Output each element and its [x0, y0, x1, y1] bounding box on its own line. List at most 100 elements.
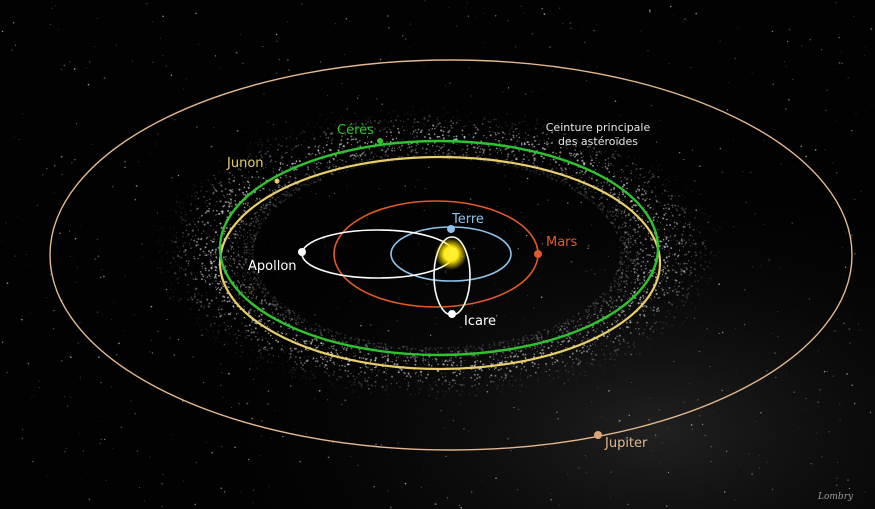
belt-particle — [384, 150, 387, 153]
belt-particle — [261, 220, 262, 222]
belt-particle — [355, 162, 357, 164]
belt-particle — [615, 231, 617, 233]
belt-particle — [552, 377, 555, 380]
belt-particle — [602, 205, 605, 208]
belt-particle — [523, 150, 525, 152]
belt-particle — [238, 297, 240, 299]
belt-particle — [261, 143, 263, 146]
belt-particle — [224, 258, 227, 261]
belt-particle — [359, 166, 361, 168]
belt-particle — [501, 341, 504, 344]
belt-particle — [615, 316, 617, 318]
belt-particle — [345, 120, 347, 122]
belt-particle — [443, 349, 445, 351]
belt-particle — [656, 310, 658, 313]
belt-particle — [233, 179, 236, 182]
belt-particle — [254, 237, 256, 240]
star — [722, 442, 724, 444]
star — [723, 491, 726, 493]
belt-particle — [290, 132, 293, 135]
belt-particle — [481, 148, 484, 150]
belt-particle — [507, 132, 509, 134]
belt-particle — [191, 298, 194, 301]
star — [737, 28, 739, 30]
belt-particle — [496, 387, 498, 390]
belt-particle — [632, 341, 635, 344]
belt-particle — [623, 261, 626, 263]
belt-particle — [228, 328, 231, 330]
belt-particle — [651, 190, 653, 192]
belt-particle — [508, 380, 510, 382]
belt-particle — [255, 295, 258, 298]
belt-particle — [231, 276, 233, 277]
star — [468, 430, 470, 432]
belt-particle — [705, 273, 707, 275]
star — [14, 136, 16, 138]
belt-particle — [453, 379, 456, 382]
belt-particle — [235, 313, 238, 315]
belt-particle — [674, 253, 676, 256]
belt-particle — [592, 196, 595, 199]
belt-particle — [400, 368, 403, 371]
belt-particle — [525, 369, 528, 372]
belt-particle — [570, 320, 573, 323]
belt-particle — [649, 177, 652, 180]
belt-particle — [504, 377, 506, 380]
belt-particle — [538, 330, 541, 333]
belt-particle — [225, 226, 228, 229]
belt-particle — [173, 271, 176, 274]
star — [495, 367, 498, 369]
star — [46, 475, 48, 478]
star — [369, 324, 372, 326]
belt-particle — [602, 301, 603, 302]
star — [277, 277, 279, 279]
belt-particle — [263, 346, 265, 349]
belt-particle — [230, 265, 232, 267]
belt-particle — [326, 368, 328, 369]
belt-particle — [579, 178, 581, 180]
belt-particle — [406, 356, 409, 359]
star — [236, 130, 239, 132]
belt-particle — [636, 237, 638, 239]
belt-particle — [251, 286, 255, 289]
star — [134, 198, 137, 201]
belt-particle — [682, 199, 684, 201]
belt-particle — [341, 345, 344, 348]
belt-particle — [550, 177, 553, 180]
belt-particle — [289, 166, 292, 168]
belt-particle — [572, 188, 574, 190]
belt-particle — [629, 225, 632, 227]
belt-particle — [249, 259, 250, 261]
belt-particle — [455, 135, 458, 138]
belt-particle — [564, 320, 566, 322]
star — [287, 59, 289, 61]
belt-particle — [667, 260, 669, 262]
belt-particle — [595, 160, 597, 162]
star — [429, 334, 432, 336]
belt-particle — [387, 122, 389, 124]
belt-particle — [260, 206, 263, 209]
belt-particle — [366, 380, 369, 383]
belt-particle — [555, 348, 556, 350]
belt-particle — [170, 283, 172, 286]
belt-particle — [251, 245, 254, 248]
belt-particle — [557, 132, 560, 134]
belt-particle — [662, 271, 665, 273]
belt-particle — [682, 209, 685, 211]
belt-particle — [573, 145, 574, 147]
belt-particle — [533, 356, 535, 359]
belt-particle — [254, 327, 257, 330]
belt-particle — [627, 265, 630, 267]
belt-particle — [684, 211, 687, 214]
star — [99, 156, 102, 158]
belt-particle — [419, 378, 421, 380]
belt-particle — [650, 337, 653, 340]
belt-particle — [194, 195, 197, 198]
star — [434, 503, 437, 505]
belt-particle — [568, 323, 570, 325]
belt-particle — [173, 291, 175, 293]
belt-particle — [591, 353, 593, 355]
belt-particle — [212, 174, 215, 177]
belt-particle — [468, 393, 471, 396]
star — [365, 480, 367, 481]
